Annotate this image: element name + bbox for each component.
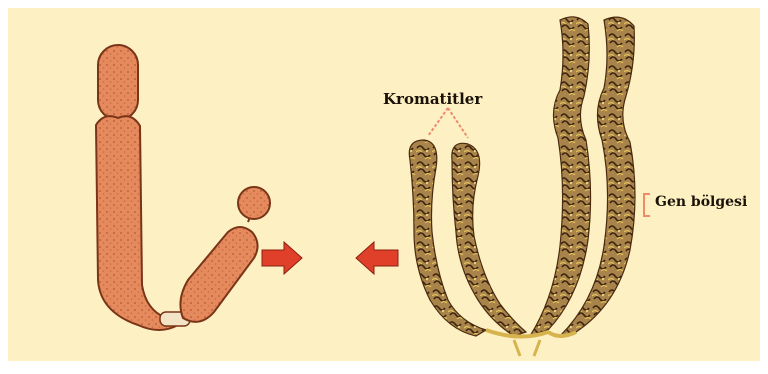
- chromosome-upper-tip: [98, 45, 138, 120]
- satellite-knob: [238, 187, 270, 219]
- gene-region-label: Gen bölgesi: [655, 194, 747, 210]
- chromatids-label: Kromatitler: [383, 90, 482, 108]
